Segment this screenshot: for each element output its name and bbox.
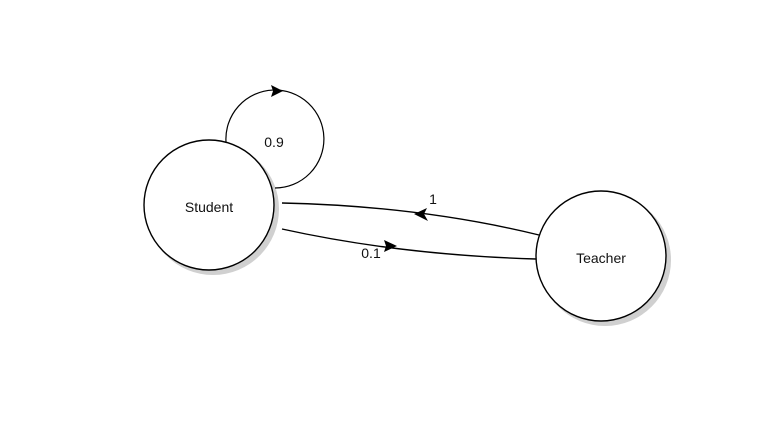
student-node-label: Student [185, 199, 233, 215]
edge-label-student-student: 0.9 [264, 134, 284, 150]
self-loop-edge-student [225, 89, 325, 189]
edge-label-student-teacher: 0.1 [361, 245, 381, 261]
student-node [143, 139, 275, 271]
teacher-node-label: Teacher [576, 250, 626, 266]
edge-teacher-to-student [281, 202, 540, 236]
edge-student-to-teacher-arrowhead [384, 240, 397, 252]
edge-teacher-to-student-arrowhead [414, 208, 428, 221]
self-loop-arrowhead [271, 85, 283, 97]
teacher-node [535, 190, 667, 322]
edge-label-teacher-student: 1 [429, 191, 437, 207]
edge-student-to-teacher [281, 228, 537, 260]
